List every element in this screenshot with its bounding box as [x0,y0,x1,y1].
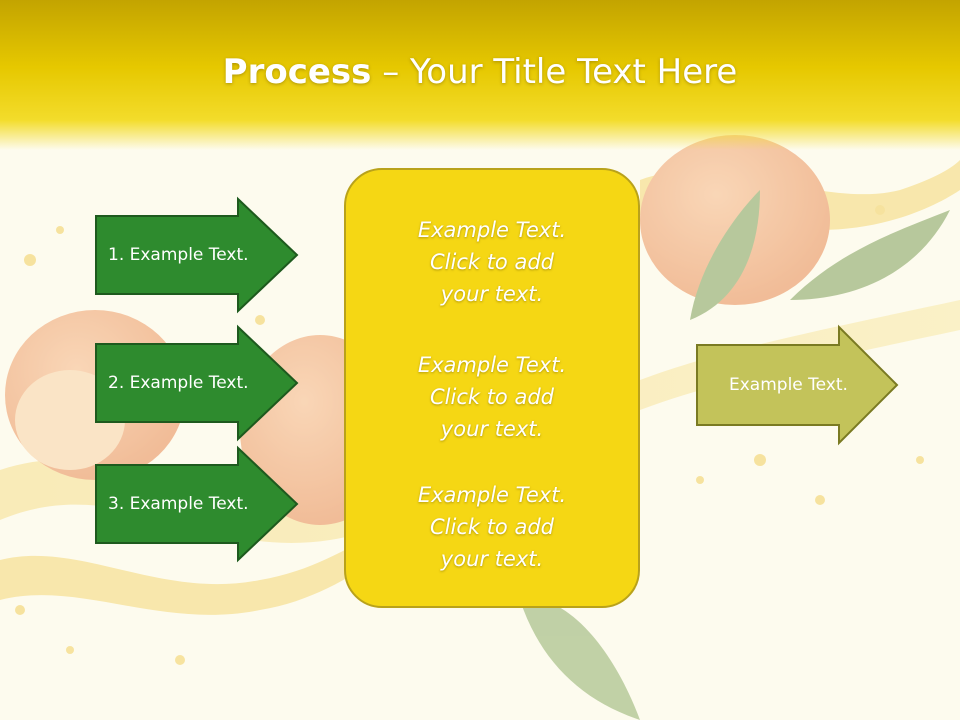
arrow-shape [95,324,299,442]
center-text-box[interactable]: Example Text. Click to add your text. Ex… [344,168,640,608]
arrow-shape [95,196,299,314]
title-rest: Your Title Text Here [410,52,738,92]
arrow-step-1[interactable]: 1. Example Text. [95,196,299,314]
arrow-label: 1. Example Text. [108,245,249,265]
slide-title: Process – Your Title Text Here [0,52,960,92]
arrow-shape [696,324,899,446]
box-text-block-3[interactable]: Example Text. Click to add your text. [417,483,567,571]
title-dash: – [371,52,411,92]
arrow-label: Example Text. [729,375,848,395]
arrow-output[interactable]: Example Text. [696,324,900,446]
arrow-shape [95,445,299,563]
title-bold: Process [222,52,372,92]
arrow-label: 2. Example Text. [108,373,249,393]
box-text-block-2[interactable]: Example Text. Click to add your text. [417,353,567,441]
title-bar [0,0,960,150]
arrow-label: 3. Example Text. [108,494,249,514]
box-text-block-1[interactable]: Example Text. Click to add your text. [417,218,567,306]
arrow-step-3[interactable]: 3. Example Text. [95,445,299,563]
arrow-step-2[interactable]: 2. Example Text. [95,324,299,442]
